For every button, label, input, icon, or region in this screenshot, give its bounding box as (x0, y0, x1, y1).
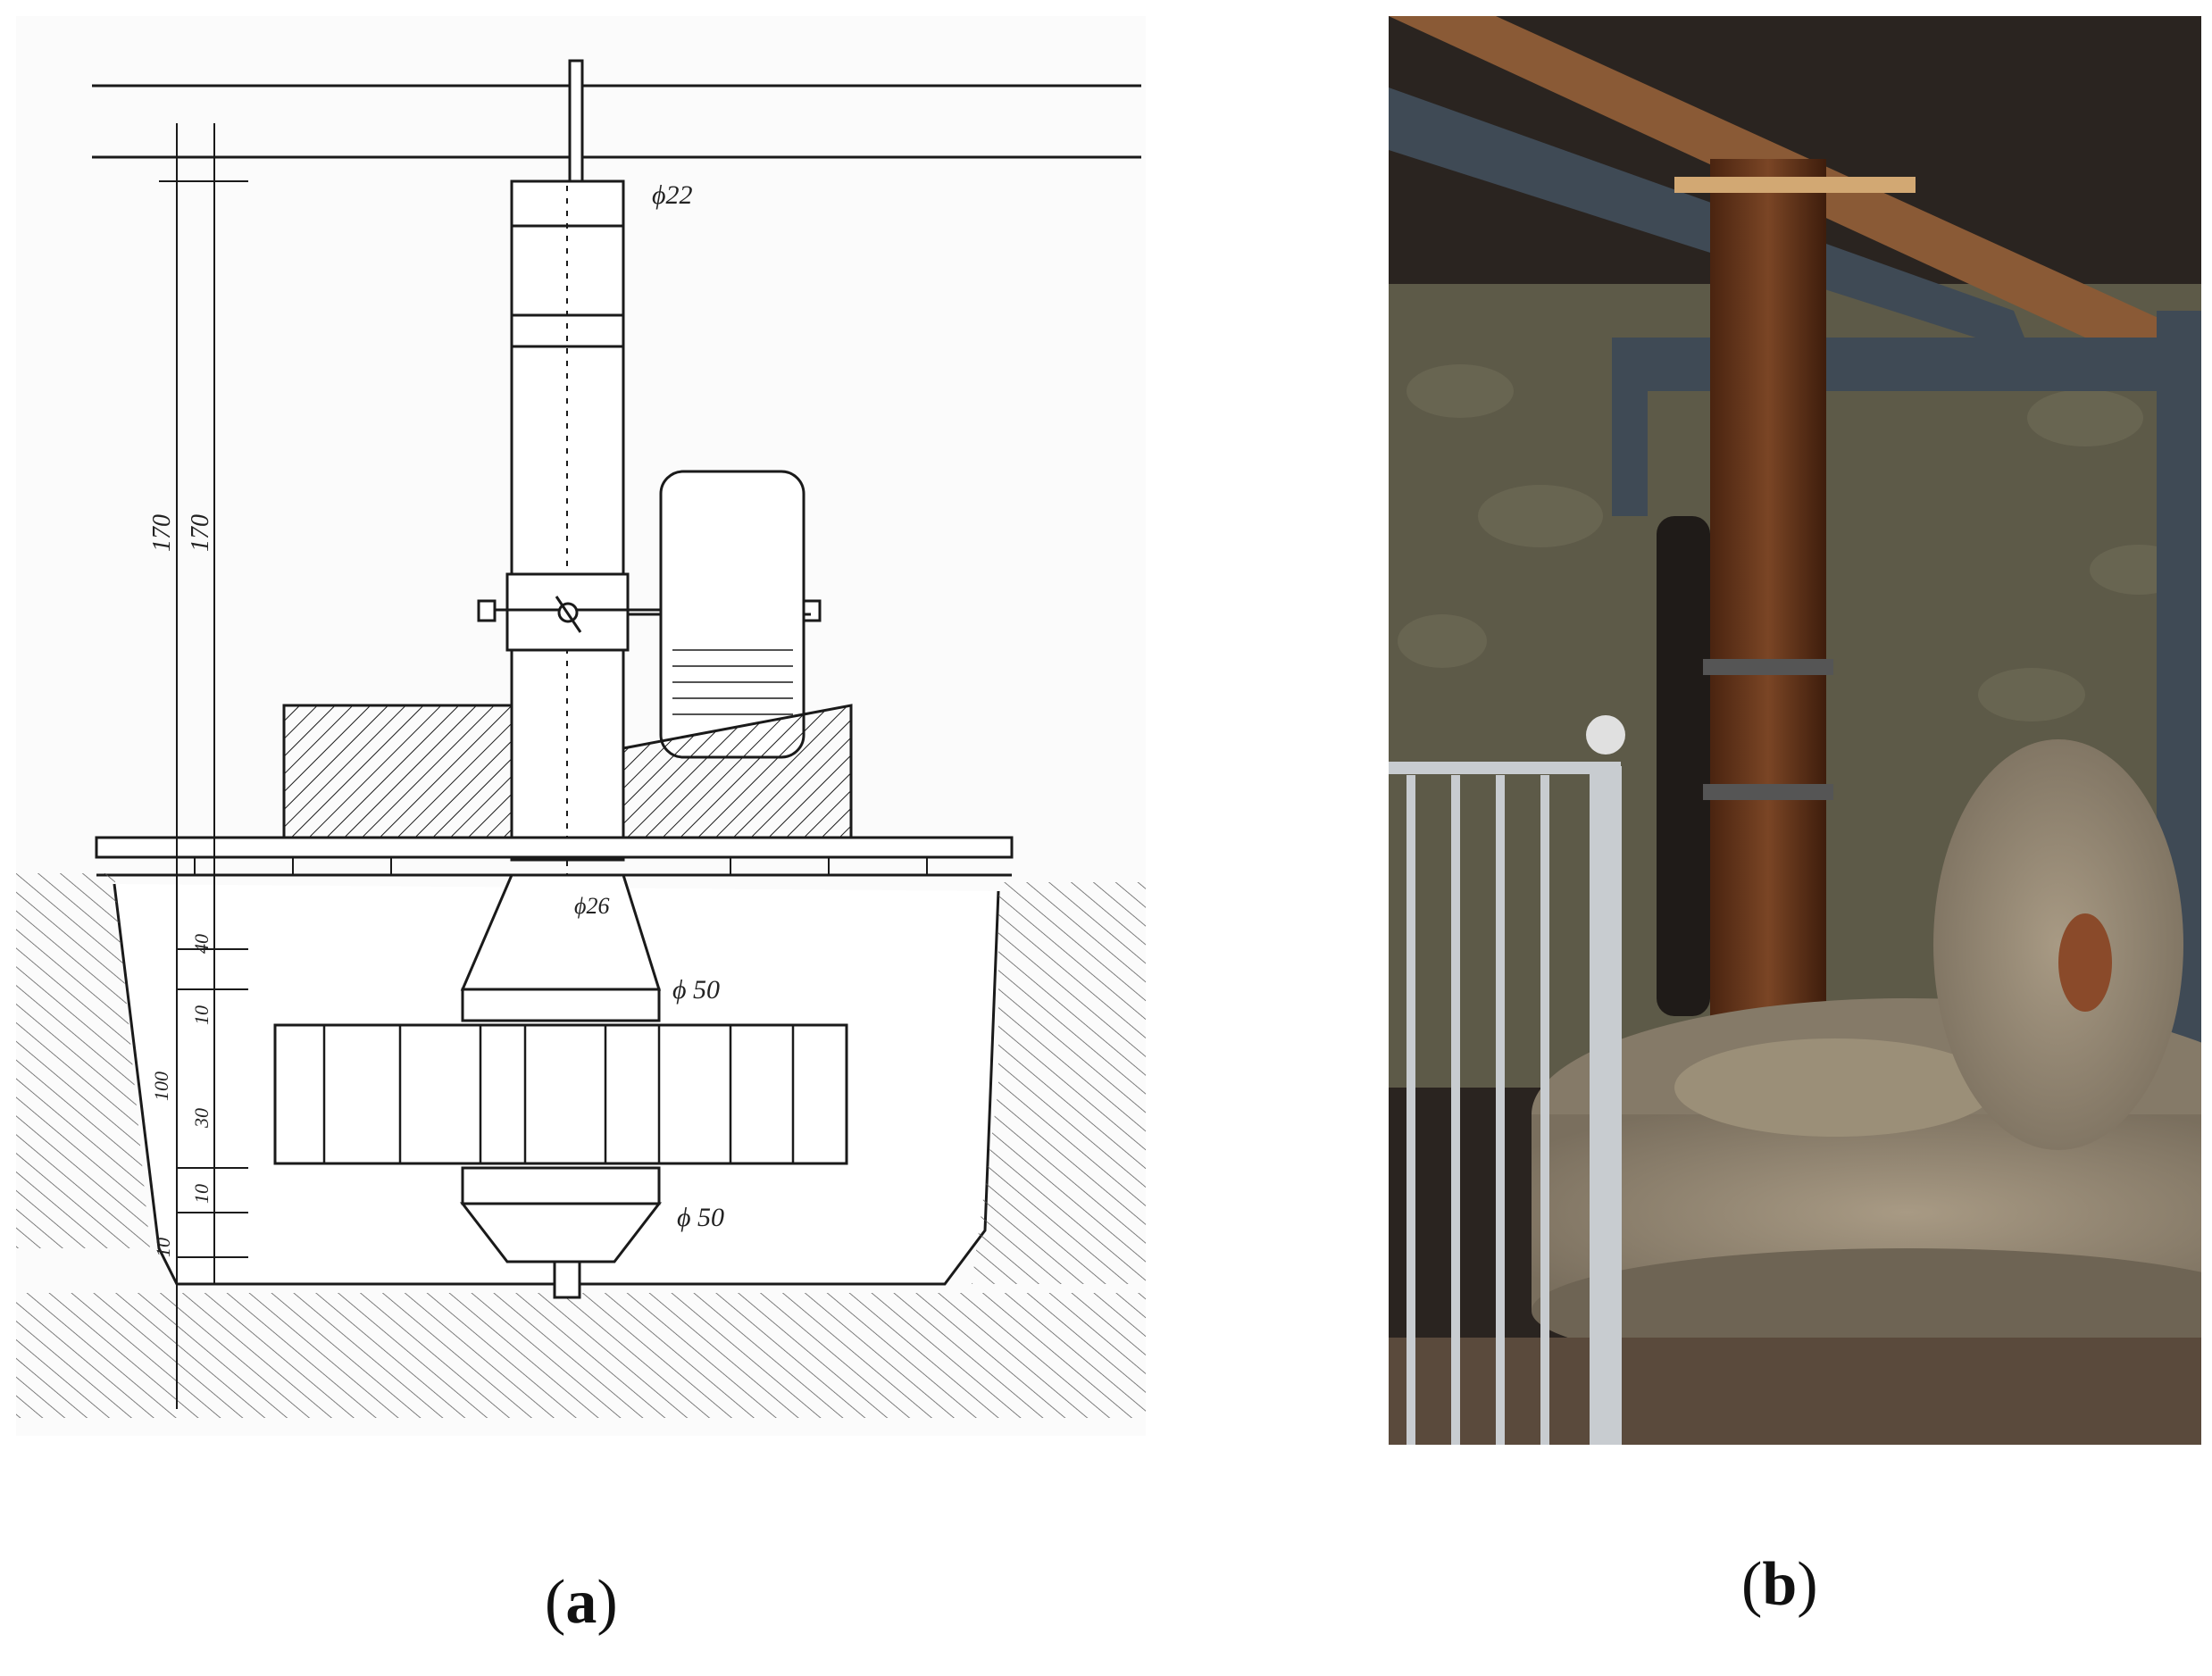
basin-left (282, 704, 513, 839)
ground-right (972, 882, 1146, 1284)
metal-band-lower (1703, 784, 1833, 800)
label-d50-upper: ϕ 50 (672, 975, 720, 1005)
floor (1389, 1338, 2201, 1445)
edge-runner-millstone (1933, 739, 2183, 1150)
metal-band-upper (1703, 659, 1833, 675)
label-100: 100 (150, 1071, 172, 1101)
label-d26: ϕ26 (574, 893, 609, 919)
label-10c: 10 (152, 1238, 174, 1257)
top-plank (1674, 177, 1916, 193)
lower-cone (459, 1202, 663, 1263)
ground-bottom (16, 1293, 1146, 1418)
wooden-column (1710, 159, 1826, 1079)
metal-railing (1389, 715, 1625, 1445)
basin-center-stone (1674, 1038, 1996, 1137)
floor-planks (95, 836, 1014, 859)
mill-cross-section-drawing: ϕ22 ϕ26 ϕ 50 ϕ 50 170 170 40 10 100 30 1… (16, 59, 1146, 1418)
label-10a: 10 (190, 1005, 213, 1025)
millstone-hub (2058, 913, 2112, 1012)
label-10b: 10 (190, 1184, 213, 1204)
water-wheel (273, 1023, 848, 1165)
label-d50-lower: ϕ 50 (677, 1203, 724, 1232)
caption-b: (b) (1741, 1550, 1818, 1619)
label-d22: ϕ22 (652, 180, 693, 210)
duct (1657, 516, 1710, 1016)
mill-photo (1389, 16, 2201, 1445)
steel-crossbeam (1621, 338, 2201, 391)
caption-a: (a) (545, 1568, 618, 1637)
label-30: 30 (190, 1108, 213, 1129)
mill-photo-panel (1389, 16, 2201, 1445)
central-column (510, 179, 625, 862)
label-170-inner: 170 (187, 514, 214, 552)
bottom-pivot (553, 1260, 581, 1299)
label-170-outer: 170 (148, 514, 176, 552)
ground-left (16, 873, 150, 1248)
label-40: 40 (190, 934, 213, 954)
technical-drawing-panel: ϕ22 ϕ26 ϕ 50 ϕ 50 170 170 40 10 100 30 1… (16, 16, 1146, 1436)
